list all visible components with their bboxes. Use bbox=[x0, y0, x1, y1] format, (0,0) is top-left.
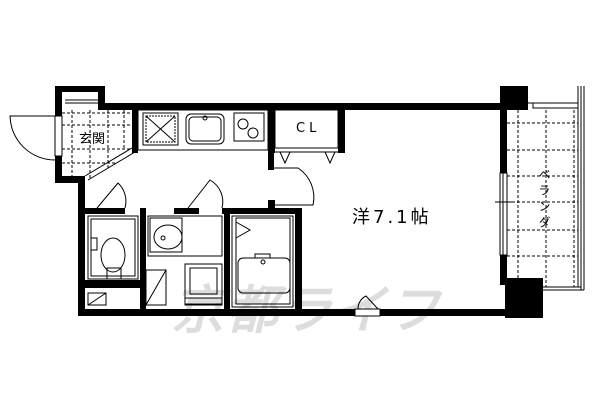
entrance-door-swing bbox=[9, 115, 56, 161]
room-type: 洋 bbox=[352, 207, 373, 228]
room-label-western-room: 洋7.1帖 bbox=[352, 203, 432, 229]
entrance-tiles bbox=[62, 110, 132, 180]
room-label-balcony: ベランダ bbox=[536, 168, 553, 232]
room-size: 7.1 bbox=[373, 207, 411, 228]
bath-door bbox=[235, 221, 252, 239]
room-label-entrance: 玄関 bbox=[79, 132, 106, 147]
toilet-bowl bbox=[100, 237, 126, 273]
room-unit: 帖 bbox=[410, 207, 432, 228]
kitchen-sink bbox=[185, 113, 225, 145]
room-label-closet: CL bbox=[296, 121, 321, 136]
washbasin bbox=[153, 224, 183, 250]
balcony-tiles bbox=[507, 110, 578, 287]
walls bbox=[55, 86, 543, 318]
stove bbox=[233, 112, 265, 142]
fixtures bbox=[9, 86, 585, 317]
